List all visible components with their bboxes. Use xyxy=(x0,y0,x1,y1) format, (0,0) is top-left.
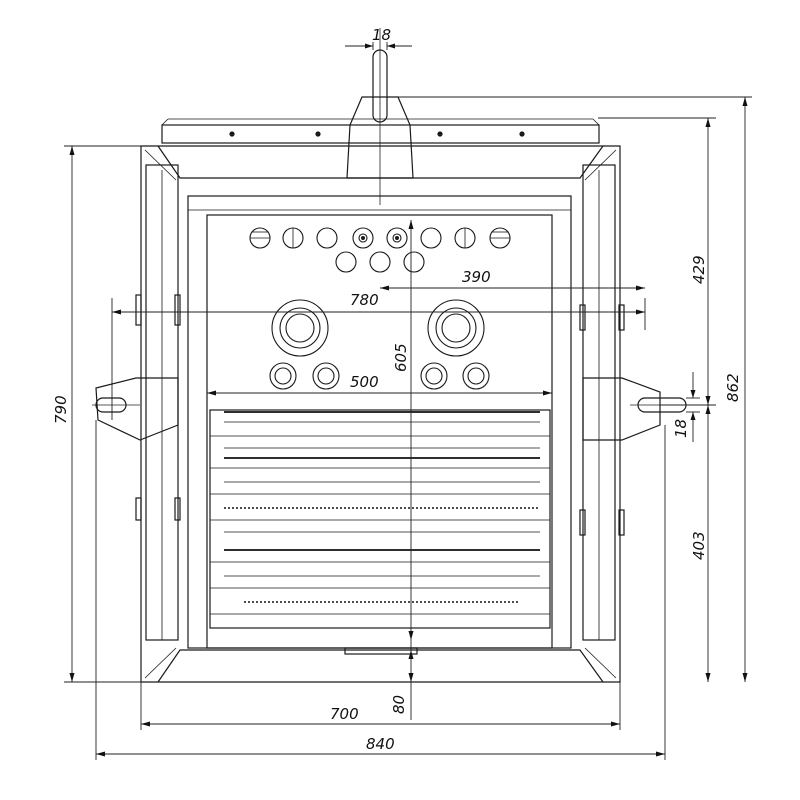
hole-4 xyxy=(352,227,374,249)
louvre-panel xyxy=(209,409,551,629)
small-ports xyxy=(269,362,490,390)
left-side-lug xyxy=(92,377,179,441)
dim-vertical-pos: 605 xyxy=(392,220,414,640)
dim-label-lower-height: 403 xyxy=(690,531,708,560)
dim-inner-width: 500 xyxy=(207,373,552,396)
dim-label-total-height: 862 xyxy=(724,373,742,402)
hole-6 xyxy=(420,227,442,249)
dim-frame-width: 700 xyxy=(140,682,621,730)
dim-hole-spacing: 390 xyxy=(380,268,645,291)
hole-11 xyxy=(403,251,425,273)
dim-label-hole-spacing: 390 xyxy=(462,268,491,286)
inner-frame xyxy=(187,195,572,655)
top-rail xyxy=(161,118,600,144)
hole-7 xyxy=(454,227,476,249)
dim-outer-height: 790 xyxy=(52,145,141,683)
dim-label-top-width: 18 xyxy=(372,26,391,44)
dim-inner-span: 780 xyxy=(111,291,646,420)
hole-8 xyxy=(489,227,511,249)
bolt-hole xyxy=(229,131,235,137)
dim-top-width: 18 xyxy=(345,26,412,50)
dim-total-height: 862 xyxy=(398,96,752,682)
hole-2 xyxy=(282,227,304,249)
dim-label-inner-span: 780 xyxy=(350,291,379,309)
hole-1 xyxy=(249,227,271,249)
dim-label-overall-width: 840 xyxy=(366,735,395,753)
bolt-hole xyxy=(519,131,525,137)
left-large-port xyxy=(271,299,329,357)
dim-upper-lower-height: 429 403 xyxy=(598,117,716,682)
dim-overall-width: 840 xyxy=(95,420,666,760)
dim-label-side-pin: 18 xyxy=(672,419,690,438)
bolt-hole xyxy=(437,131,443,137)
terminal-holes xyxy=(249,227,511,273)
dim-label-frame-width: 700 xyxy=(330,705,359,723)
dim-side-pin: 18 xyxy=(672,372,700,442)
dim-label-bottom-offset: 80 xyxy=(390,695,408,714)
dim-label-outer-height: 790 xyxy=(52,395,70,424)
right-large-port xyxy=(427,299,485,357)
bolt-hole xyxy=(315,131,321,137)
hole-3 xyxy=(316,227,338,249)
dim-label-inner-width: 500 xyxy=(350,373,379,391)
hole-5 xyxy=(386,227,408,249)
hole-10 xyxy=(369,251,391,273)
hole-9 xyxy=(335,251,357,273)
dim-label-vertical-pos: 605 xyxy=(392,343,410,372)
dim-bottom-offset: 80 xyxy=(390,640,414,720)
dim-label-upper-height: 429 xyxy=(690,255,708,284)
